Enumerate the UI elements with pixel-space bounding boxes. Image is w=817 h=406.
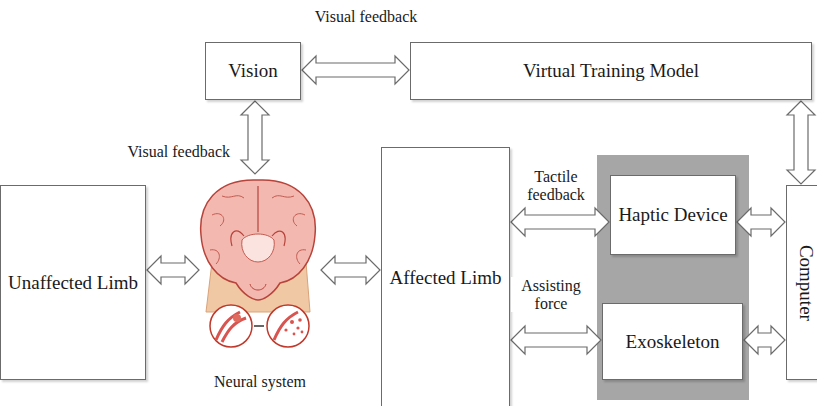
limb-box: Unaffected Limb xyxy=(0,185,146,380)
device-box: Haptic Device xyxy=(610,175,736,255)
double-arrow xyxy=(302,56,409,84)
brain-illustration xyxy=(201,180,316,347)
device-box: Exoskeleton xyxy=(602,303,743,380)
limb-box: Affected Limb xyxy=(381,147,510,406)
neural-illustration: Neural system xyxy=(200,175,320,395)
double-arrow xyxy=(737,208,785,236)
edge-label: Visual feedback xyxy=(127,143,230,161)
node-label: Virtual Training Model xyxy=(523,60,699,82)
computer-box: Computer xyxy=(786,185,817,380)
node-label: Computer xyxy=(795,245,817,321)
edge-label: Assisting force xyxy=(511,277,591,312)
device-band xyxy=(597,155,749,400)
double-arrow xyxy=(787,101,815,184)
double-arrow xyxy=(744,326,785,354)
edge-label: Visual feedback xyxy=(315,8,418,26)
node-label: Neural system xyxy=(214,373,306,391)
node-label: Haptic Device xyxy=(612,204,733,226)
edge-label: Tactile feedback xyxy=(516,168,596,203)
double-arrow xyxy=(321,256,380,284)
process-box: Virtual Training Model xyxy=(410,42,812,100)
node-label: Exoskeleton xyxy=(626,331,720,353)
node-label: Unaffected Limb xyxy=(8,272,138,294)
double-arrow xyxy=(511,208,609,236)
node-label: Vision xyxy=(228,60,278,82)
node-label: Affected Limb xyxy=(389,267,501,289)
double-arrow xyxy=(147,256,199,284)
double-arrow xyxy=(241,101,269,174)
double-arrow xyxy=(511,326,601,354)
process-box: Vision xyxy=(205,42,301,100)
